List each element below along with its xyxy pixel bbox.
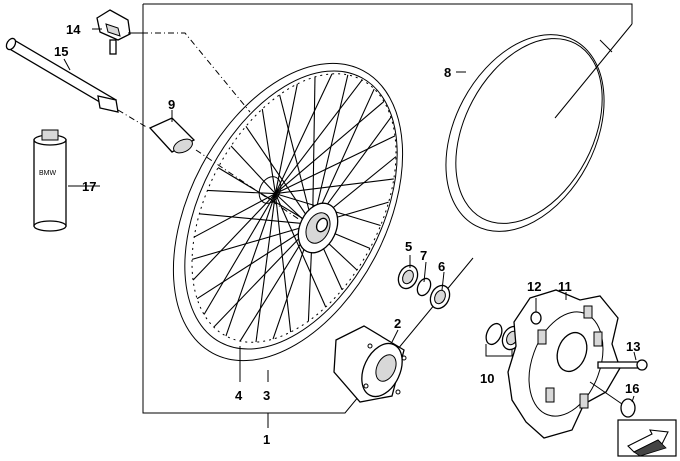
leader-valve <box>142 32 251 113</box>
wheel-spoke <box>193 193 276 238</box>
wheel-spoke <box>274 73 333 194</box>
bearing-set <box>397 264 451 310</box>
wheel-spoke <box>275 178 394 195</box>
callout-12: 12 <box>527 279 541 294</box>
callout-15: 15 <box>54 44 68 59</box>
wheel-spoke <box>261 108 276 194</box>
callout-2: 2 <box>394 316 401 331</box>
wheel-spoke <box>213 224 313 328</box>
callout-1: 1 <box>263 432 270 447</box>
wheel-spoke <box>203 193 276 315</box>
callout-leaders <box>63 28 637 403</box>
wheel-spoke <box>274 79 363 194</box>
wheel-rim-inner <box>184 70 398 350</box>
wheel-spoke <box>312 88 375 225</box>
wheel-spoke <box>255 193 276 343</box>
wheel-spoke <box>199 213 313 225</box>
wheel-spoke <box>275 135 396 195</box>
washer-12 <box>530 311 542 325</box>
wheel-spoke <box>274 83 298 194</box>
callout-3: 3 <box>263 388 270 403</box>
callout-16: 16 <box>625 381 639 396</box>
callout-6: 6 <box>438 259 445 274</box>
wheel-hub <box>258 176 339 254</box>
wheel-spoke <box>279 94 314 225</box>
callout-11: 11 <box>558 279 572 294</box>
callout-13: 13 <box>626 339 640 354</box>
wheel-spoke <box>207 189 276 195</box>
spray-can-label: BMW <box>39 170 57 177</box>
callout-4: 4 <box>235 388 243 403</box>
wheel-spoke <box>312 74 349 225</box>
wheel-spoke <box>274 193 327 308</box>
spray-can: BMW <box>33 129 67 232</box>
wheel-spoke <box>274 193 292 333</box>
spacer-part <box>148 112 301 221</box>
hub-part <box>333 325 407 403</box>
brake-disc <box>507 289 621 439</box>
wheel-spoke <box>192 193 276 281</box>
callout-9: 9 <box>168 97 175 112</box>
bolt-16 <box>589 381 636 418</box>
wheel-rim-outer <box>172 62 404 362</box>
callout-17: 17 <box>82 179 96 194</box>
callout-8: 8 <box>444 65 451 80</box>
wheel-spoke <box>217 167 313 225</box>
wheel-spoke <box>312 76 316 225</box>
callout-7: 7 <box>420 248 427 263</box>
tire-ring <box>445 34 613 232</box>
valve-part <box>96 9 142 55</box>
wheel-spoke <box>230 145 276 194</box>
wheel-spoke <box>275 101 385 195</box>
wheel-spokes <box>191 73 397 343</box>
callout-14: 14 <box>66 22 81 37</box>
axle-part <box>5 37 149 129</box>
wheel-spoke <box>191 223 313 260</box>
bolt-13 <box>597 359 648 371</box>
wheel-spoke <box>196 223 313 300</box>
arrow-icon[interactable] <box>617 419 677 457</box>
callout-5: 5 <box>405 239 412 254</box>
callout-10: 10 <box>480 371 494 386</box>
assembly-frame <box>142 3 633 414</box>
wheel <box>172 62 404 362</box>
